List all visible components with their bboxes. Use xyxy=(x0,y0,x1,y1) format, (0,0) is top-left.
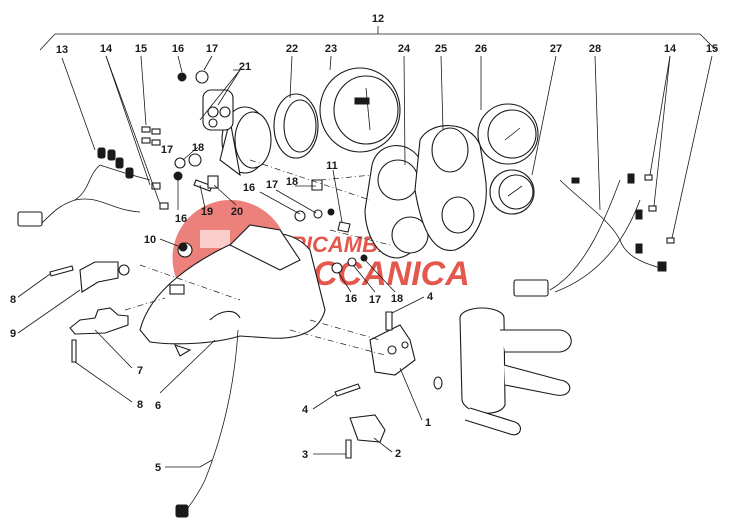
callout-13: 13 xyxy=(56,44,68,56)
frame-tube xyxy=(433,307,572,436)
nut-washer-16-17 xyxy=(177,70,209,84)
callout-3: 3 xyxy=(302,449,308,461)
temp-gauge-27 xyxy=(489,169,535,215)
screw-8-top xyxy=(49,265,74,277)
callout-16: 16 xyxy=(172,43,184,55)
callout-14-right: 14 xyxy=(664,43,677,55)
fasteners-left-gauge xyxy=(173,153,219,192)
callout-17-right: 17 xyxy=(266,179,278,191)
callout-26: 26 xyxy=(475,43,487,55)
callout-2: 2 xyxy=(395,448,401,460)
assembly-lines xyxy=(124,159,391,356)
tachometer-26 xyxy=(477,103,539,165)
callout-5: 5 xyxy=(155,462,161,474)
switch-2 xyxy=(349,414,386,443)
callout-22: 22 xyxy=(286,43,298,55)
callout-6: 6 xyxy=(155,400,161,412)
callout-15-right: 15 xyxy=(706,43,718,55)
callout-17-mid: 17 xyxy=(161,144,173,156)
callout-14: 14 xyxy=(100,43,113,55)
callout-15: 15 xyxy=(135,43,147,55)
callout-9: 9 xyxy=(10,328,16,340)
callout-labels: 12 13 14 15 16 17 21 22 23 24 25 26 27 2… xyxy=(10,13,718,474)
lamp-holder-21 xyxy=(202,89,234,131)
bezel-22 xyxy=(273,93,319,159)
callout-16-right: 16 xyxy=(243,182,255,194)
headlight-shell-6 xyxy=(139,224,326,357)
callout-7: 7 xyxy=(137,365,143,377)
callout-17-low: 17 xyxy=(369,294,381,306)
callout-11: 11 xyxy=(326,160,338,172)
bracket-9 xyxy=(79,261,130,293)
callout-4-bottom: 4 xyxy=(302,404,309,416)
callout-24: 24 xyxy=(398,43,411,55)
callout-1: 1 xyxy=(425,417,431,429)
screw-3 xyxy=(345,439,352,459)
speedo-cable-5 xyxy=(175,329,239,518)
bulb-set-left xyxy=(141,126,161,146)
left-wiring-harness xyxy=(17,147,169,227)
bracket-7 xyxy=(69,307,129,335)
screw-4-top xyxy=(385,311,393,331)
bracket-1 xyxy=(369,324,416,376)
fasteners-right-gauge xyxy=(294,179,368,274)
right-wiring-harness xyxy=(513,173,675,297)
callout-23: 23 xyxy=(325,43,337,55)
grommet-10 xyxy=(178,242,188,252)
group-bracket-12 xyxy=(39,26,717,51)
callout-20: 20 xyxy=(231,206,243,218)
callout-18-low: 18 xyxy=(391,293,403,305)
callout-25: 25 xyxy=(435,43,447,55)
callout-27: 27 xyxy=(550,43,562,55)
callout-18-right: 18 xyxy=(286,176,298,188)
callout-8-top: 8 xyxy=(10,294,16,306)
callout-16-mid: 16 xyxy=(175,213,187,225)
callout-16-low: 16 xyxy=(345,293,357,305)
callout-17: 17 xyxy=(206,43,218,55)
callout-28: 28 xyxy=(589,43,601,55)
speedometer-23 xyxy=(319,67,401,153)
callout-10: 10 xyxy=(144,234,156,246)
callout-4-top: 4 xyxy=(427,291,434,303)
screw-4-bottom xyxy=(334,383,361,397)
callout-19: 19 xyxy=(201,206,213,218)
cluster-mount-24 xyxy=(364,145,434,259)
leader-lines xyxy=(17,55,713,468)
cluster-cover-25 xyxy=(414,125,487,251)
callout-18: 18 xyxy=(192,142,204,154)
callout-12: 12 xyxy=(372,13,384,25)
callout-21: 21 xyxy=(239,61,251,73)
rear-cover-22 xyxy=(219,106,272,177)
callout-8-bottom: 8 xyxy=(137,399,143,411)
screw-8-bottom xyxy=(71,339,77,363)
